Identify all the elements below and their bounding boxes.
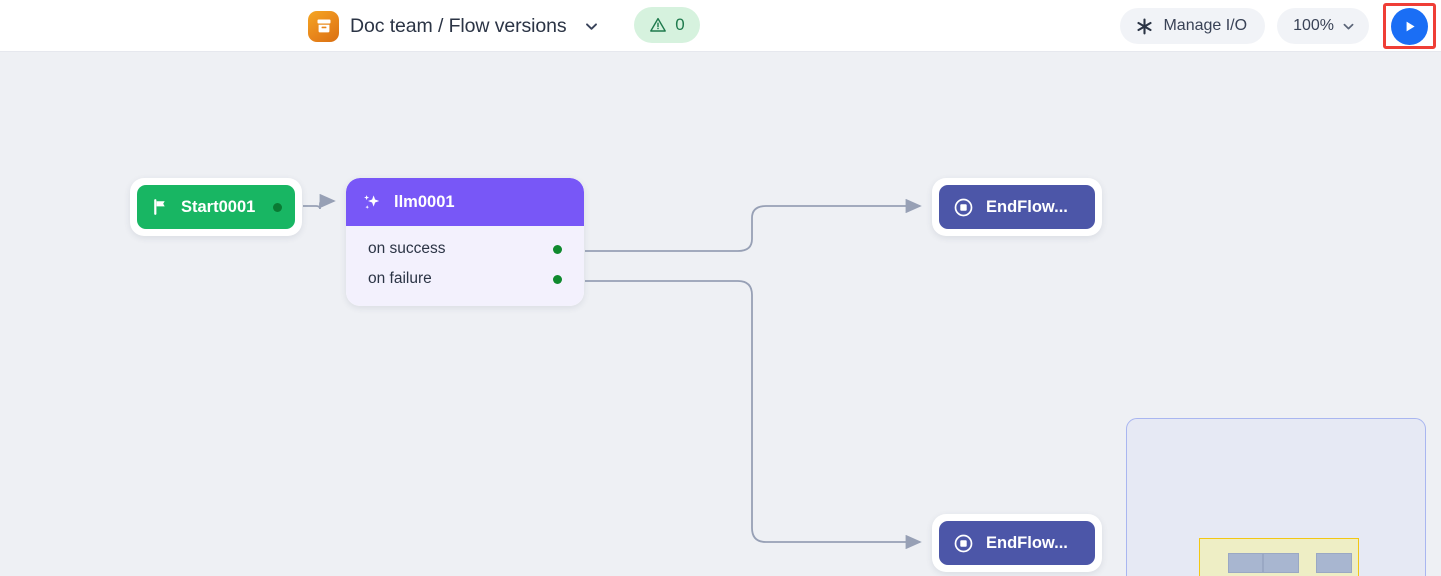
node-llm-row-failure-label: on failure: [368, 270, 432, 287]
node-llm-row-failure[interactable]: on failure: [346, 264, 584, 294]
node-llm-header: llm0001: [346, 178, 584, 226]
manage-io-label: Manage I/O: [1163, 17, 1248, 34]
run-button-wrapper: [1383, 3, 1436, 49]
manage-io-button[interactable]: Manage I/O: [1120, 8, 1266, 44]
chevron-down-icon[interactable]: [581, 15, 603, 37]
top-bar: Doc team / Flow versions 0: [0, 0, 1441, 52]
node-start[interactable]: Start0001: [130, 178, 302, 236]
asterisk-icon: [1137, 18, 1153, 34]
edge-failure-to-end2: [585, 280, 922, 550]
node-llm[interactable]: llm0001 on success on failure: [346, 178, 584, 306]
sparkle-icon: [364, 194, 380, 209]
node-endflow-2[interactable]: EndFlow...: [932, 514, 1102, 572]
top-bar-actions: Manage I/O 100%: [1120, 0, 1441, 52]
node-start-label: Start0001: [181, 197, 256, 216]
stop-circle-icon: [954, 198, 973, 216]
placeholder-block: [1316, 553, 1352, 573]
page-title: Doc team / Flow versions: [350, 14, 567, 37]
archive-box-icon: [308, 10, 339, 42]
warning-count: 0: [675, 15, 685, 34]
edge-success-to-end1: [585, 198, 922, 252]
node-llm-body: on success on failure: [346, 226, 584, 306]
node-llm-label: llm0001: [394, 192, 455, 211]
node-endflow-1-label: EndFlow...: [986, 197, 1068, 216]
warning-triangle-icon: [650, 17, 667, 32]
node-start-output-port[interactable]: [273, 202, 282, 212]
zoom-control[interactable]: 100%: [1277, 8, 1369, 44]
sub-flow-panel[interactable]: [1126, 418, 1426, 576]
node-endflow-1[interactable]: EndFlow...: [932, 178, 1102, 236]
flow-canvas[interactable]: Start0001 llm0001 on success o: [0, 52, 1441, 576]
warning-badge[interactable]: 0: [634, 7, 700, 43]
play-icon: [1406, 21, 1415, 31]
stop-circle-icon: [954, 534, 973, 552]
node-llm-row-success[interactable]: on success: [346, 234, 584, 264]
node-llm-row-success-label: on success: [368, 240, 446, 257]
zoom-level-label: 100%: [1293, 17, 1334, 34]
node-llm-port-success[interactable]: [553, 244, 562, 254]
flag-icon: [154, 199, 165, 215]
node-llm-port-failure[interactable]: [553, 274, 562, 284]
placeholder-block: [1263, 553, 1299, 573]
node-endflow-2-label: EndFlow...: [986, 533, 1068, 552]
highlighted-region[interactable]: [1199, 538, 1359, 576]
chevron-down-icon: [1343, 23, 1354, 29]
node-endflow-2-body: EndFlow...: [939, 521, 1095, 565]
edge-start-to-llm: [303, 193, 336, 210]
node-start-body: Start0001: [137, 185, 295, 229]
placeholder-block: [1228, 553, 1263, 573]
flow-title-group: Doc team / Flow versions: [308, 6, 603, 46]
run-button[interactable]: [1391, 7, 1428, 45]
node-endflow-1-body: EndFlow...: [939, 185, 1095, 229]
